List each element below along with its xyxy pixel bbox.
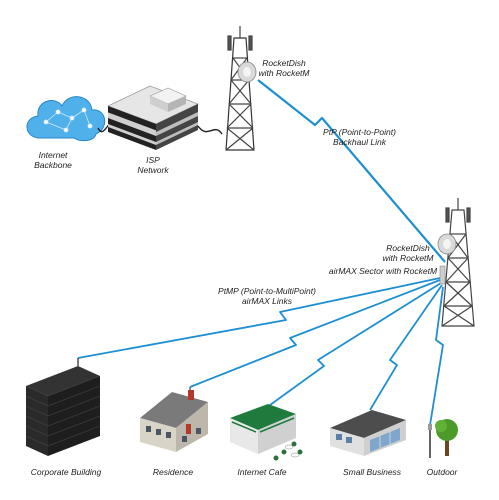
link-business	[369, 284, 443, 411]
residence-icon	[140, 387, 208, 452]
link-corporate	[77, 277, 441, 359]
link-cafe	[269, 282, 442, 406]
link-residence	[189, 279, 441, 388]
backhaul-link	[257, 79, 446, 263]
rocketdish-icon	[437, 233, 457, 255]
corporate-building-icon	[25, 358, 101, 456]
internet-cafe-label: Internet Cafe	[237, 467, 287, 477]
residence-label: Residence	[152, 467, 194, 477]
ptmp-link-label: PtMP (Point-to-MultiPoint)airMAX Links	[218, 286, 316, 306]
tower1-icon	[225, 26, 255, 151]
small-business-label: Small Business	[342, 467, 402, 477]
link-outdoor	[429, 286, 444, 426]
ptp-link-label: PtP (Point-to-Point)Backhaul Link	[323, 127, 396, 147]
sector-label: airMAX Sector with RocketM	[328, 266, 438, 276]
ptmp-links	[77, 277, 444, 426]
corporate-building-label: Corporate Building	[30, 467, 102, 477]
small-business-icon	[330, 410, 406, 456]
tower2-icon	[441, 198, 475, 327]
internet-cloud-icon	[26, 96, 106, 142]
outdoor-label: Outdoor	[426, 467, 458, 477]
rocketdish-icon	[237, 61, 257, 83]
outdoor-icon	[428, 419, 458, 458]
sector-antenna-icon	[439, 265, 446, 285]
isp-server-icon	[106, 85, 200, 150]
cable-isp-tower	[197, 125, 223, 135]
internet-cafe-icon	[230, 404, 303, 461]
